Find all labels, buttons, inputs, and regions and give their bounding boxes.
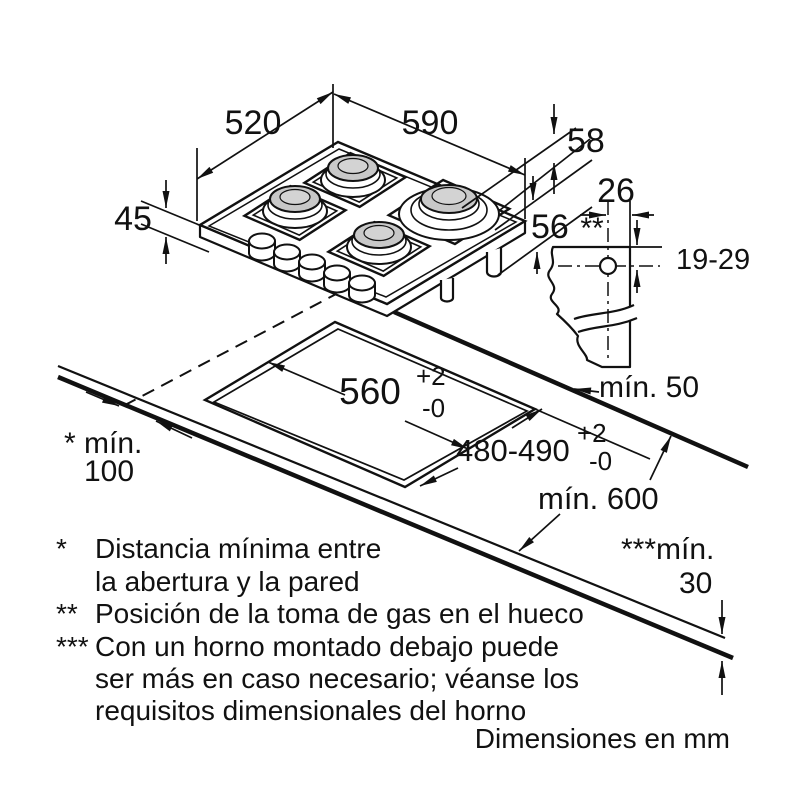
hob-body-height-label: 45 <box>114 200 152 238</box>
cutout-width-tol-minus: -0 <box>422 393 445 423</box>
worktop-front-top-edge <box>57 364 726 640</box>
cutout-rear-extension-line <box>534 408 651 460</box>
worktop-dimensions: 560 +2 -0 480-490 +2 -0 mín. 50 * mín. 1… <box>64 361 726 695</box>
side-panel-profile <box>547 245 632 369</box>
hob-leg-front <box>439 278 455 303</box>
footnote-3-line-1: Con un horno montado debajo puede <box>95 631 559 662</box>
hob-drawing <box>197 140 528 318</box>
footnote-3-line-3: requisitos dimensionales del horno <box>95 695 526 726</box>
side-clearance-label: * mín. <box>64 427 142 460</box>
hob-depth-label: 520 <box>225 104 282 142</box>
burner-back <box>320 154 386 198</box>
footnote-1-line-2: la abertura y la pared <box>95 566 360 597</box>
hob-height-label: 58 <box>567 122 605 160</box>
footnotes: * Distancia mínima entre la abertura y l… <box>56 533 730 754</box>
footnote-1-marker: * <box>56 533 67 564</box>
cutout-inner-line <box>212 328 529 481</box>
gas-position-marker: ** <box>580 212 604 245</box>
burner-left <box>262 185 328 229</box>
units-note: Dimensiones en mm <box>475 723 730 754</box>
gas-vertical-range-label: 19-29 <box>676 244 750 276</box>
control-knobs <box>248 232 376 304</box>
worktop-thickness-label: ***mín. <box>621 533 714 566</box>
hob-dimensions: 520 590 58 45 56 <box>114 84 605 276</box>
cutout-width-tol-plus: +2 <box>416 361 446 391</box>
footnote-3-marker: *** <box>56 631 89 662</box>
hob-width-label: 590 <box>402 104 459 142</box>
gas-connection-section: 26 ** 19-29 <box>547 172 750 369</box>
cutout-depth-tol-minus: -0 <box>589 446 612 476</box>
footnote-2-marker: ** <box>56 598 78 629</box>
cutout-width-label: 560 <box>339 371 401 412</box>
section-break-curve-bottom <box>577 316 638 334</box>
burner-wok <box>398 184 500 241</box>
worktop-depth-label: mín. 600 <box>538 481 659 516</box>
worktop-rear-edge <box>393 309 749 470</box>
gas-inlet-hole <box>598 256 618 276</box>
gas-offset-label: 26 <box>597 172 635 210</box>
cutout-depth-label: 480-490 <box>456 433 570 468</box>
worktop-thickness-value: 30 <box>679 567 712 600</box>
hob-leg-right <box>485 248 503 278</box>
hob-below-depth-label: 56 <box>531 208 569 246</box>
section-break-gap <box>574 305 637 332</box>
side-clearance-value: 100 <box>84 455 134 488</box>
section-break-curve-top <box>573 303 635 321</box>
footnote-1-line-1: Distancia mínima entre <box>95 533 381 564</box>
footnote-3-line-2: ser más en caso necesario; véanse los <box>95 663 579 694</box>
footnote-2-line-1: Posición de la toma de gas en el hueco <box>95 598 584 629</box>
burner-front <box>346 221 412 265</box>
cutout-depth-tol-plus: +2 <box>577 418 607 448</box>
rear-clearance-label: mín. 50 <box>599 371 699 404</box>
